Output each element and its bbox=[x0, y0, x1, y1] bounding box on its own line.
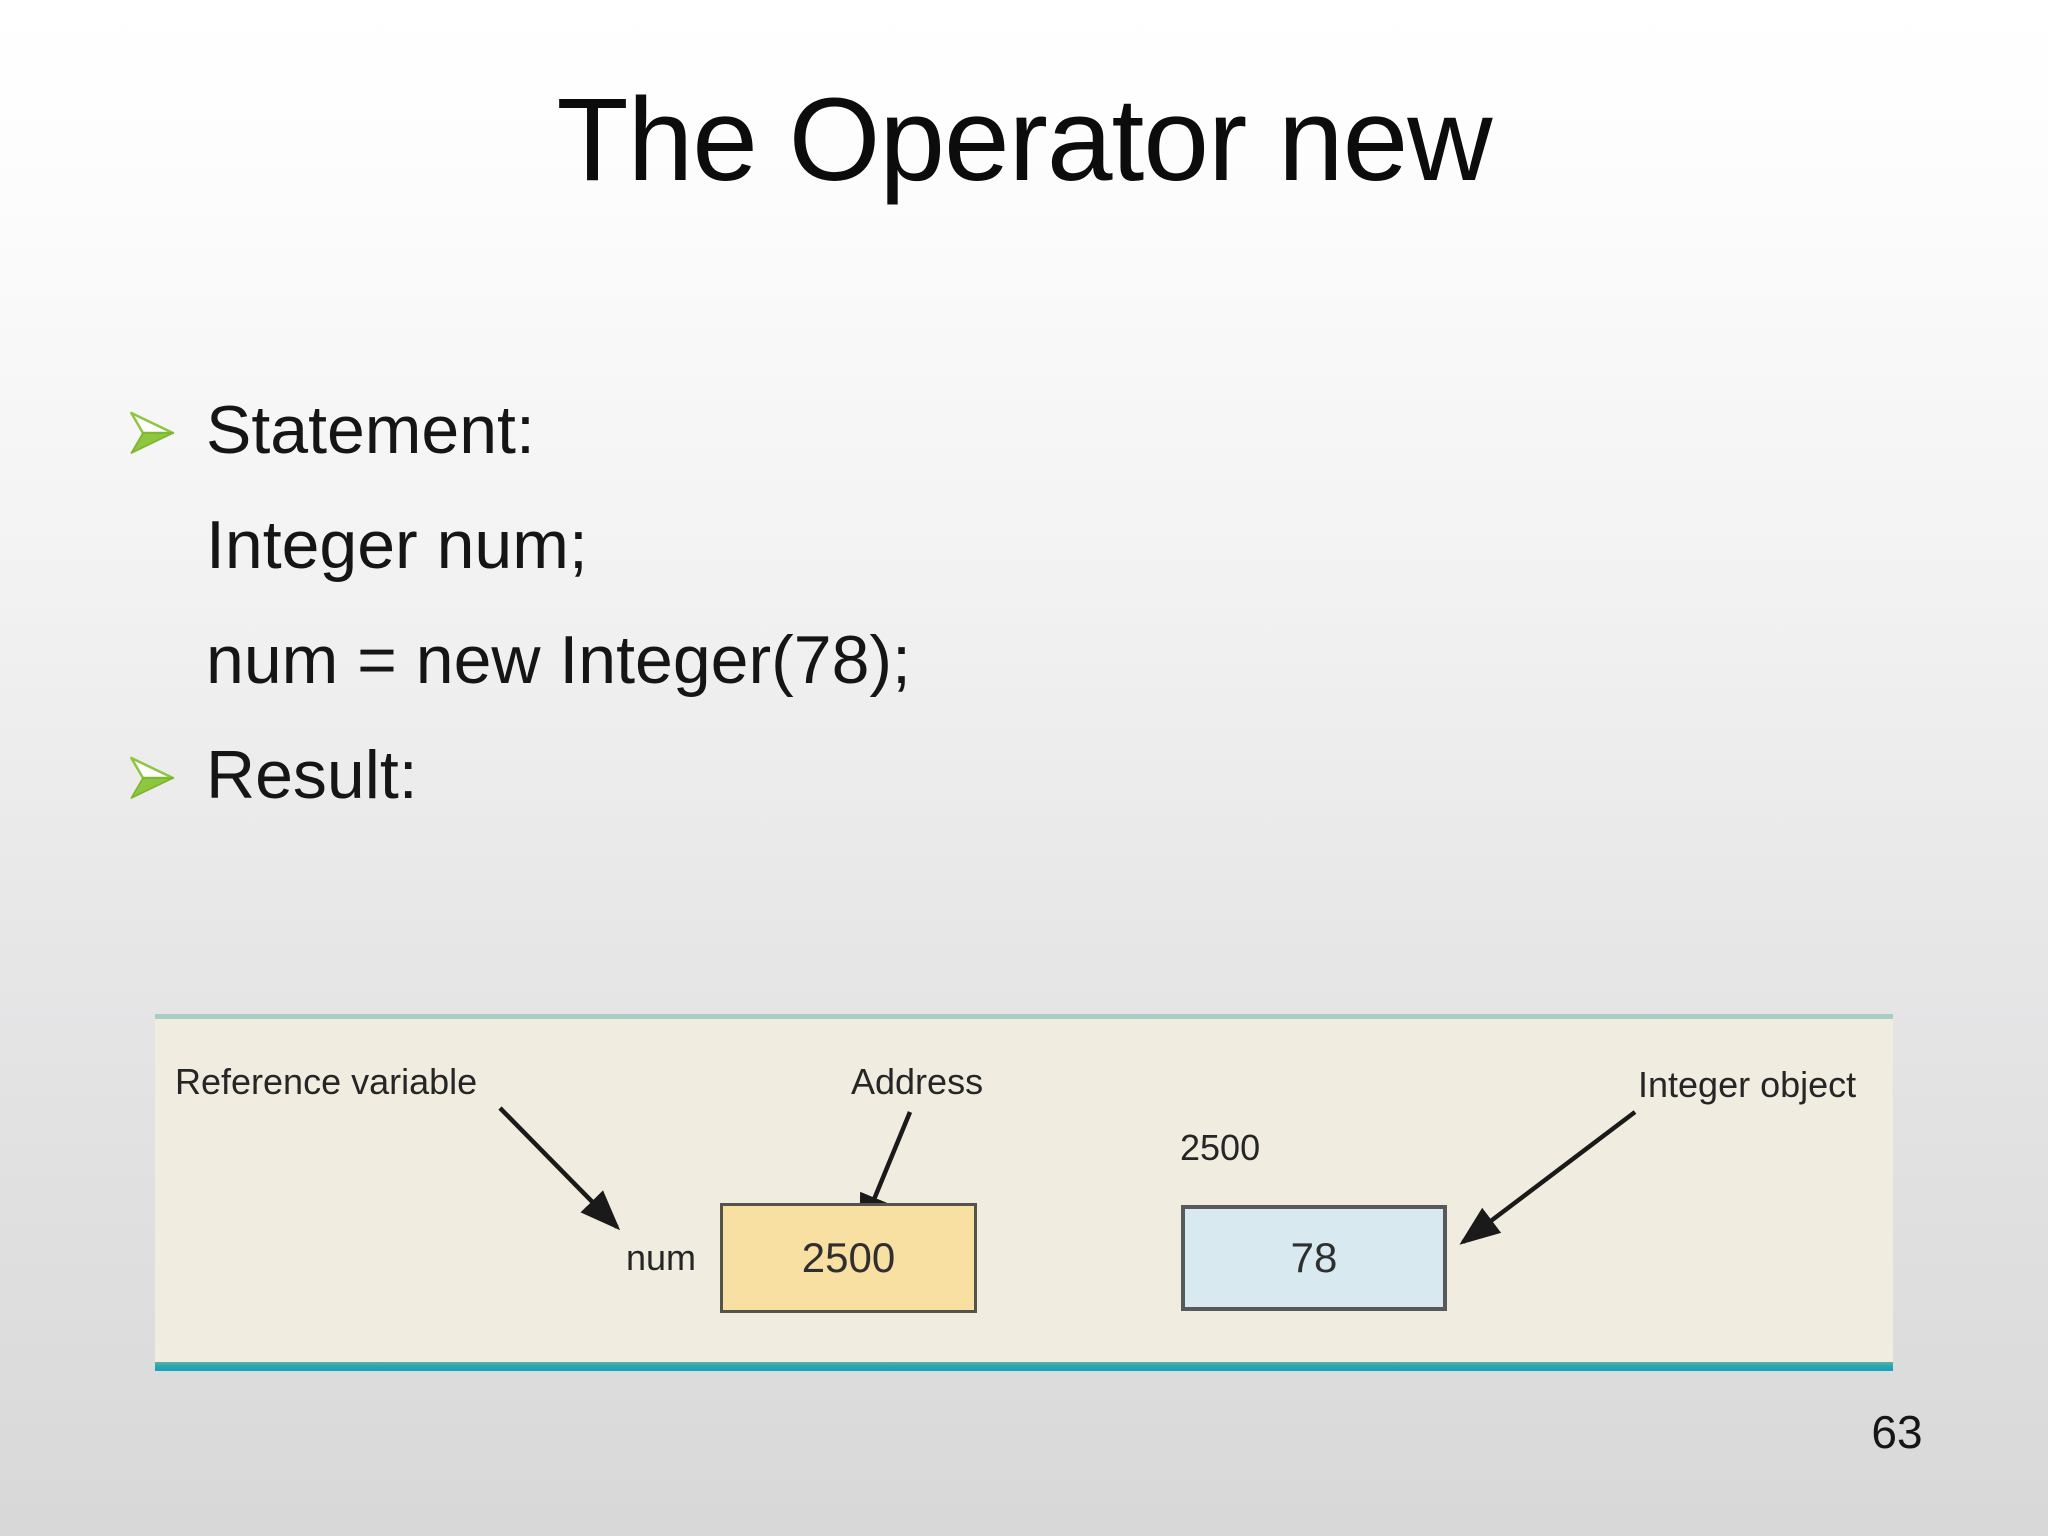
code-text: num = new Integer(78); bbox=[206, 621, 911, 698]
integer-object-box: 78 bbox=[1181, 1205, 1447, 1311]
object-address-label: 2500 bbox=[1180, 1127, 1261, 1168]
code-line-declaration: Integer num; bbox=[128, 487, 1628, 602]
bullet-text: Result: bbox=[206, 736, 418, 813]
bullet-text: Statement: bbox=[206, 391, 535, 468]
page-number: 63 bbox=[1871, 1406, 1923, 1458]
code-text: Integer num; bbox=[206, 506, 588, 583]
arrowhead-bullet-icon bbox=[130, 756, 175, 799]
integer-object-arrow bbox=[1459, 1110, 1637, 1245]
arrowhead-bullet-icon bbox=[130, 411, 175, 454]
object-box-value: 78 bbox=[1290, 1234, 1338, 1281]
address-label: Address bbox=[851, 1061, 984, 1102]
code-line-new: num = new Integer(78); bbox=[128, 602, 1628, 717]
bullet-line-result: Result: bbox=[128, 717, 1628, 832]
bullet-list: Statement: Integer num; num = new Intege… bbox=[128, 372, 1628, 832]
reference-variable-label: Reference variable bbox=[175, 1061, 478, 1102]
reference-box-value: 2500 bbox=[801, 1234, 896, 1281]
reference-variable-arrow bbox=[498, 1106, 621, 1231]
integer-object-label: Integer object bbox=[1638, 1064, 1857, 1105]
figure-bottom-rule bbox=[155, 1362, 1893, 1371]
bullet-line-statement: Statement: bbox=[128, 372, 1628, 487]
variable-name-label: num bbox=[626, 1237, 697, 1278]
reference-variable-box: 2500 bbox=[720, 1203, 977, 1313]
figure-panel: Reference variable Address Integer objec… bbox=[155, 1014, 1893, 1362]
slide-title: The Operator new bbox=[556, 74, 1492, 206]
